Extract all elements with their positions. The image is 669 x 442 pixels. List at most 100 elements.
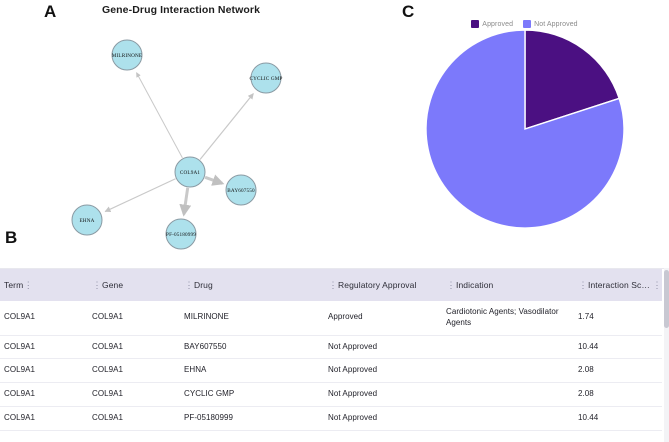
column-menu-icon[interactable]: ⋮ <box>328 279 338 290</box>
pie-slice-approved[interactable] <box>524 30 621 130</box>
network-title: Gene-Drug Interaction Network <box>101 4 261 16</box>
network-edges <box>104 72 254 217</box>
cell-gene[interactable]: COL9A1 <box>92 341 123 351</box>
network-node[interactable]: MILRINONE <box>111 39 143 71</box>
cell-drug[interactable]: CYCLIC GMP <box>184 389 235 399</box>
pie-chart[interactable] <box>380 30 669 250</box>
cell-ind <box>442 406 574 430</box>
cell-ind <box>442 359 574 383</box>
network-edge <box>136 72 183 159</box>
table-scrollbar-thumb[interactable] <box>664 270 669 328</box>
table-header-ind[interactable]: ⋮Indication <box>442 269 574 301</box>
cell-score: 10.44 <box>578 341 599 351</box>
cell-drug[interactable]: PF-05180999 <box>184 412 234 422</box>
cell-reg: Not Approved <box>328 341 378 351</box>
network-edge <box>179 187 192 217</box>
legend-swatch-not-approved <box>523 20 532 28</box>
cell-ind <box>442 335 574 359</box>
pie-slice-not-approved[interactable] <box>425 30 625 229</box>
network-edge <box>199 93 254 160</box>
cell-term: COL9A1 <box>4 312 35 322</box>
table-header-score[interactable]: ⋮Interaction Sco…⋮ <box>574 269 662 301</box>
network-edge <box>104 178 176 213</box>
legend-label-not-approved: Not Approved <box>534 20 578 28</box>
cell-ind <box>442 383 574 407</box>
table-header-label: Indication <box>456 280 494 290</box>
legend-swatch-approved <box>471 20 480 28</box>
table-header-row: Term⋮⋮Gene⋮Drug⋮Regulatory Approval⋮Indi… <box>0 269 662 301</box>
table-header-drug[interactable]: ⋮Drug <box>180 269 324 301</box>
table-header-label: Interaction Sco… <box>588 280 652 290</box>
cell-score: 2.08 <box>578 389 594 399</box>
table-row[interactable]: COL9A1 COL9A1 CYCLIC GMP Not Approved 2.08 <box>0 382 662 407</box>
column-menu-icon[interactable]: ⋮ <box>92 279 102 290</box>
network-node[interactable]: CYCLIC GMP <box>249 62 282 94</box>
column-menu-icon[interactable]: ⋮ <box>446 279 456 290</box>
table-header-term[interactable]: Term⋮ <box>0 269 88 301</box>
network-node-label: PF-05180999 <box>166 232 196 238</box>
cell-gene[interactable]: COL9A1 <box>92 389 123 399</box>
cell-reg: Not Approved <box>328 365 378 375</box>
cell-term: COL9A1 <box>4 412 35 422</box>
network-node-label: MILRINONE <box>112 53 142 59</box>
legend-label-approved: Approved <box>482 20 514 28</box>
cell-reg: Not Approved <box>328 389 378 399</box>
column-menu-icon[interactable]: ⋮ <box>578 279 588 290</box>
network-edge <box>204 174 225 186</box>
cell-gene[interactable]: COL9A1 <box>92 312 123 322</box>
network-node-circle[interactable] <box>250 62 282 94</box>
pie-legend: Approved Not Approved <box>380 20 669 28</box>
network-node-label: EHNA <box>79 218 94 224</box>
network-node[interactable]: COL9A1 <box>174 156 206 188</box>
results-table-panel: Term⋮⋮Gene⋮Drug⋮Regulatory Approval⋮Indi… <box>0 268 669 442</box>
cell-gene[interactable]: COL9A1 <box>92 412 123 422</box>
network-node-circle[interactable] <box>111 39 143 71</box>
cell-reg: Not Approved <box>328 412 378 422</box>
table-scrollbar-track[interactable] <box>664 268 669 442</box>
network-node-circle[interactable] <box>174 156 206 188</box>
table-header-gene[interactable]: ⋮Gene <box>88 269 180 301</box>
table-row[interactable]: COL9A1 COL9A1 EHNA Not Approved 2.08 <box>0 358 662 383</box>
table-header-label: Drug <box>194 280 213 290</box>
legend-item-approved[interactable]: Approved <box>471 20 513 28</box>
network-node-circle[interactable] <box>165 218 197 250</box>
cell-drug[interactable]: MILRINONE <box>184 312 229 322</box>
pie-panel: C Approved Not Approved <box>380 0 669 258</box>
cell-ind: Cardiotonic Agents; Vasodilator Agents <box>446 307 559 327</box>
network-node[interactable]: EHNA <box>71 204 103 236</box>
table-header-label: Term <box>4 280 24 290</box>
column-menu-icon[interactable]: ⋮ <box>23 279 33 290</box>
table-header-reg[interactable]: ⋮Regulatory Approval <box>324 269 442 301</box>
table-header-label: Gene <box>102 280 124 290</box>
network-node-label: COL9A1 <box>180 170 200 176</box>
column-menu-icon[interactable]: ⋮ <box>184 279 194 290</box>
cell-term: COL9A1 <box>4 389 35 399</box>
network-node-circle[interactable] <box>71 204 103 236</box>
cell-term: COL9A1 <box>4 365 35 375</box>
cell-gene[interactable]: COL9A1 <box>92 365 123 375</box>
results-table: Term⋮⋮Gene⋮Drug⋮Regulatory Approval⋮Indi… <box>0 269 662 431</box>
network-node[interactable]: PF-05180999 <box>165 218 197 250</box>
table-row[interactable]: COL9A1 COL9A1 MILRINONE Approved Cardiotonic… <box>0 301 662 336</box>
network-node[interactable]: BAY607550 <box>225 174 257 206</box>
cell-reg: Approved <box>328 312 363 322</box>
network-panel: A Gene-Drug Interaction Network MILRINON… <box>0 0 340 262</box>
legend-item-not-approved[interactable]: Not Approved <box>523 20 578 28</box>
column-menu-icon[interactable]: ⋮ <box>652 279 662 290</box>
table-header-label: Regulatory Approval <box>338 280 417 290</box>
cell-drug[interactable]: EHNA <box>184 365 207 375</box>
panel-letter-a: A <box>44 2 57 21</box>
panel-letter-b: B <box>5 228 18 247</box>
cell-score: 1.74 <box>578 312 594 322</box>
network-node-label: BAY607550 <box>227 188 255 194</box>
panel-letter-c: C <box>402 2 415 21</box>
cell-score: 2.08 <box>578 365 594 375</box>
cell-drug[interactable]: BAY607550 <box>184 341 227 351</box>
network-node-circle[interactable] <box>225 174 257 206</box>
